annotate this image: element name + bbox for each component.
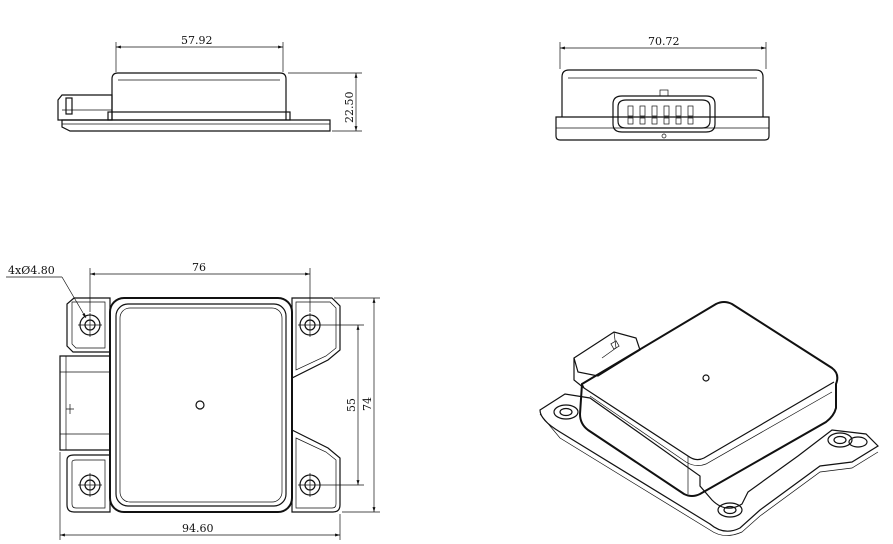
- mount-hole-top-right: [298, 313, 322, 337]
- mount-hole-top-left: [78, 313, 102, 337]
- isometric-view: [539, 301, 879, 536]
- dim-overall-height: 74: [334, 297, 380, 513]
- side-view: 57.92 22.50: [57, 34, 362, 132]
- dim-hole-spacing-y: 55: [322, 324, 364, 486]
- front-view: 70.72: [555, 35, 770, 141]
- hole-spec-label: 4xØ4.80: [8, 264, 55, 277]
- mount-hole-bottom-left: [78, 473, 102, 497]
- overall-width-label: 94.60: [182, 522, 214, 535]
- hole-spacing-x-label: 76: [192, 261, 206, 274]
- hole-callout: 4xØ4.80: [6, 264, 87, 319]
- overall-height-label: 74: [361, 397, 374, 411]
- dim-side-width: 57.92: [115, 34, 284, 72]
- dim-hole-spacing-x: 76: [89, 261, 311, 312]
- connector-pins: [627, 105, 694, 125]
- dim-side-height: 22.50: [288, 72, 362, 132]
- front-width-label: 70.72: [648, 35, 680, 48]
- side-width-label: 57.92: [181, 34, 213, 47]
- center-mark: [195, 400, 205, 410]
- side-height-label: 22.50: [343, 92, 356, 124]
- dim-front-width: 70.72: [559, 35, 767, 69]
- dim-overall-width: 94.60: [59, 452, 341, 540]
- mount-hole-bottom-right: [298, 473, 322, 497]
- hole-spacing-y-label: 55: [345, 398, 358, 412]
- iso-holes: [553, 404, 868, 518]
- top-view: 4xØ4.80 76 55 74 94.60: [6, 261, 380, 540]
